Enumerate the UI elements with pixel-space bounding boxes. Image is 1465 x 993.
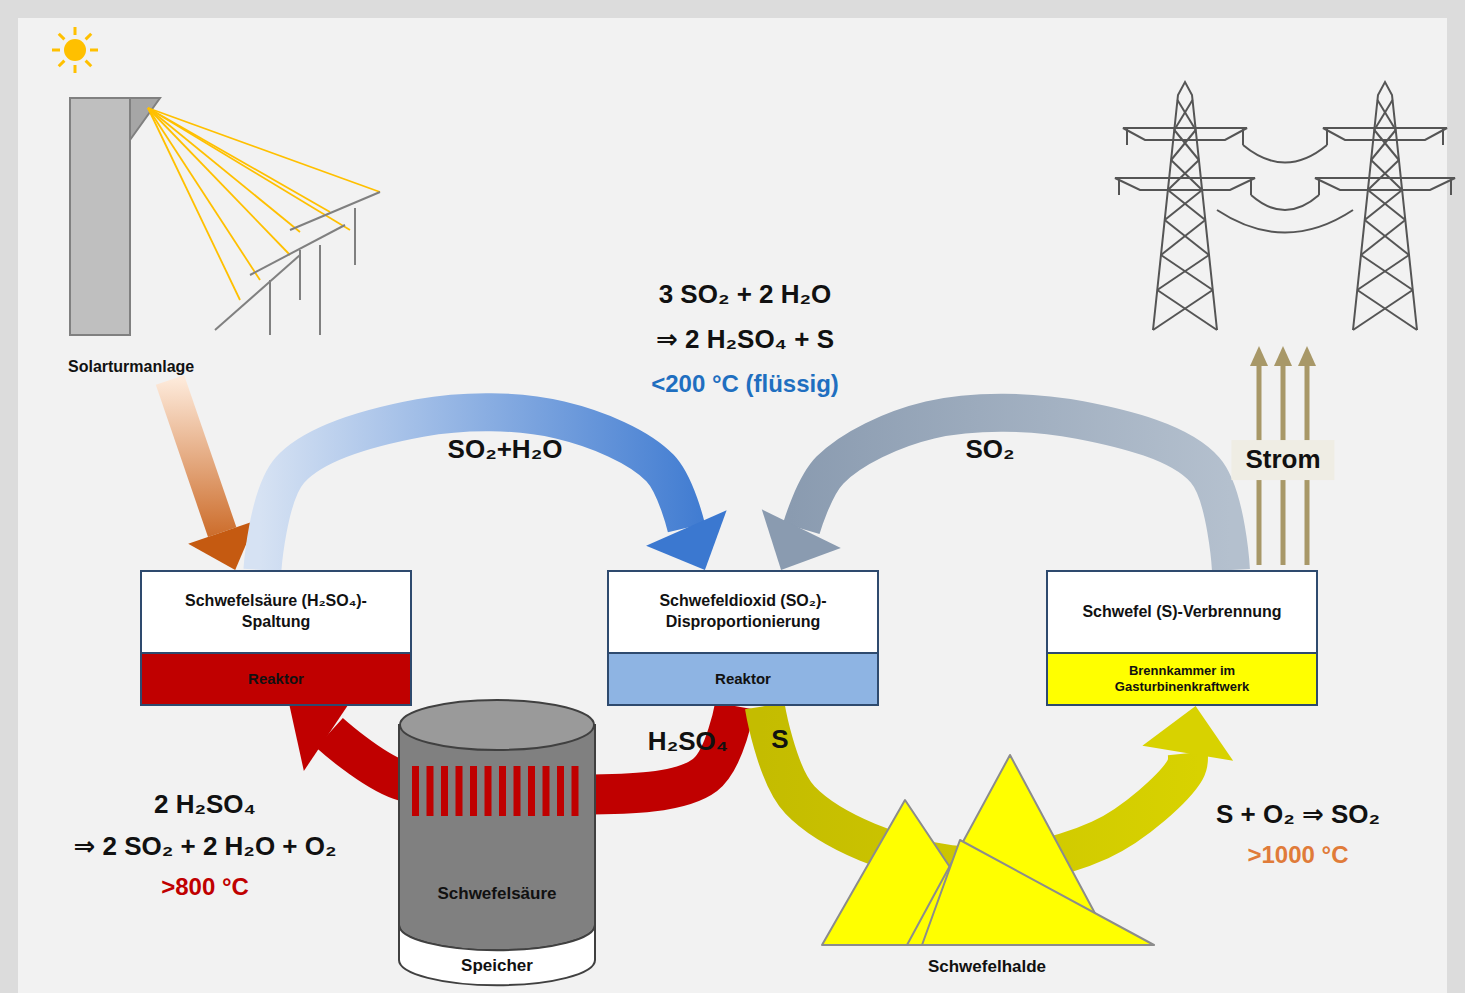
box-band: Reaktor — [142, 652, 410, 704]
energy-arrow — [170, 380, 256, 570]
heap-shape — [812, 748, 1162, 988]
band-label: Reaktor — [248, 670, 304, 688]
box-header: Schwefelsäure (H₂SO₄)-Spaltung — [142, 572, 410, 652]
box-band: Reaktor — [609, 652, 877, 704]
flow-label: SO₂+H₂O — [448, 435, 563, 465]
process-box: Schwefeldioxid (SO₂)-Disproportionierung… — [607, 570, 879, 706]
flow-arrow — [762, 413, 1231, 570]
sun-icon — [52, 27, 98, 73]
sun-ray — [59, 61, 65, 67]
flow-label: SO₂ — [965, 435, 1014, 465]
pylon — [1315, 82, 1455, 330]
tank-label: Speicher — [398, 956, 596, 976]
box-header: Schwefeldioxid (SO₂)-Disproportionierung — [609, 572, 877, 652]
flow-arrow — [262, 412, 726, 570]
sulfur-heap: Schwefelhalde — [812, 748, 1162, 988]
sun-ray — [86, 61, 92, 67]
box-title: Schwefel (S)-Verbrennung — [1082, 602, 1281, 623]
reaction-label: ⇒ 2 H₂SO₄ + S — [656, 325, 834, 355]
sun-ray — [90, 49, 98, 52]
box-title: Schwefelsäure (H₂SO₄)-Spaltung — [154, 591, 398, 633]
arrow-shaft — [801, 413, 1231, 570]
reaction-label: 2 H₂SO₄ — [154, 790, 256, 820]
power-arrow-head — [1274, 346, 1292, 366]
tank-content: Schwefelsäure — [398, 884, 596, 904]
arrow-shaft — [262, 412, 686, 570]
heap-label: Schwefelhalde — [812, 957, 1162, 977]
process-box: Schwefel (S)-VerbrennungBrennkammer im G… — [1046, 570, 1318, 706]
reaction-label: 3 SO₂ + 2 H₂O — [659, 280, 832, 310]
flow-label: S — [771, 725, 788, 755]
arrow-head — [646, 510, 727, 570]
reaction-label: S + O₂ ⇒ SO₂ — [1216, 800, 1380, 830]
box-band: Brennkammer im Gasturbinenkraftwerk — [1048, 652, 1316, 704]
reaction-label: ⇒ 2 SO₂ + 2 H₂O + O₂ — [73, 832, 336, 862]
arrow-head — [762, 509, 841, 570]
flow-label: H₂SO₄ — [648, 727, 728, 757]
pylon — [1115, 82, 1255, 330]
power-pylons — [1115, 82, 1455, 330]
sun-ray — [74, 65, 77, 73]
solar-tower — [70, 98, 380, 335]
reaction-label: <200 °C (flüssig) — [651, 370, 839, 398]
band-label: Brennkammer im Gasturbinenkraftwerk — [1082, 663, 1282, 694]
reaction-label: >1000 °C — [1247, 841, 1348, 869]
sun-ray — [59, 34, 65, 40]
process-box: Schwefelsäure (H₂SO₄)-SpaltungReaktor — [140, 570, 412, 706]
sun-ray — [52, 49, 60, 52]
power-arrow-head — [1298, 346, 1316, 366]
output-label: Strom — [1231, 440, 1334, 480]
reaction-label: >800 °C — [161, 873, 249, 901]
box-title: Schwefeldioxid (SO₂)-Disproportionierung — [621, 591, 865, 633]
power-arrow-head — [1250, 346, 1268, 366]
band-label: Reaktor — [715, 670, 771, 688]
arrow-shaft — [170, 380, 222, 532]
sun-ray — [86, 34, 92, 40]
illustration-label: Solarturmanlage — [68, 358, 268, 376]
storage-tank: SchwefelsäureSpeicher — [398, 698, 596, 988]
arrow-head — [1142, 706, 1233, 761]
panel — [18, 18, 1447, 993]
box-header: Schwefel (S)-Verbrennung — [1048, 572, 1316, 652]
tank-shape — [398, 698, 596, 988]
illustration-node: Solarturmanlage — [60, 95, 260, 380]
sun-ray — [74, 27, 77, 35]
tank-stripes — [412, 766, 579, 816]
